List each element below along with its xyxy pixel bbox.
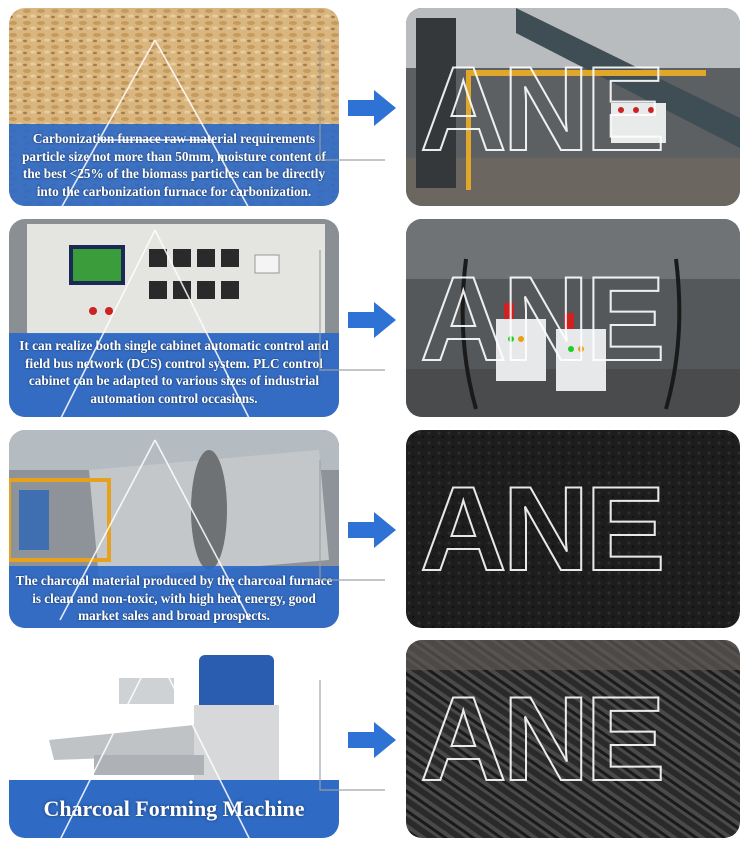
- arrow-right-icon: [348, 722, 396, 758]
- caption-control-system: It can realize both single cabinet autom…: [9, 333, 339, 417]
- caption-raw-material: Carbonization furnace raw material requi…: [9, 124, 339, 206]
- arrow-right-icon: [348, 90, 396, 126]
- plc-box-photo: [406, 219, 740, 417]
- charcoal-briquettes-image: [406, 640, 740, 838]
- charcoal-powder-photo: [406, 430, 740, 628]
- arrow-right-icon: [348, 512, 396, 548]
- charcoal-powder-image: [406, 430, 740, 628]
- charcoal-briquettes-photo: [406, 640, 740, 838]
- furnace-image: [406, 8, 740, 206]
- arrow-right-icon: [348, 302, 396, 338]
- carbonization-kiln-photo: The charcoal material produced by the ch…: [9, 430, 339, 628]
- sawdust-photo: Carbonization furnace raw material requi…: [9, 8, 339, 206]
- plc-box-image: [406, 219, 740, 417]
- control-cabinet-photo: It can realize both single cabinet autom…: [9, 219, 339, 417]
- furnace-photo: [406, 8, 740, 206]
- caption-charcoal-product: The charcoal material produced by the ch…: [9, 566, 339, 628]
- caption-forming-machine: Charcoal Forming Machine: [9, 780, 339, 838]
